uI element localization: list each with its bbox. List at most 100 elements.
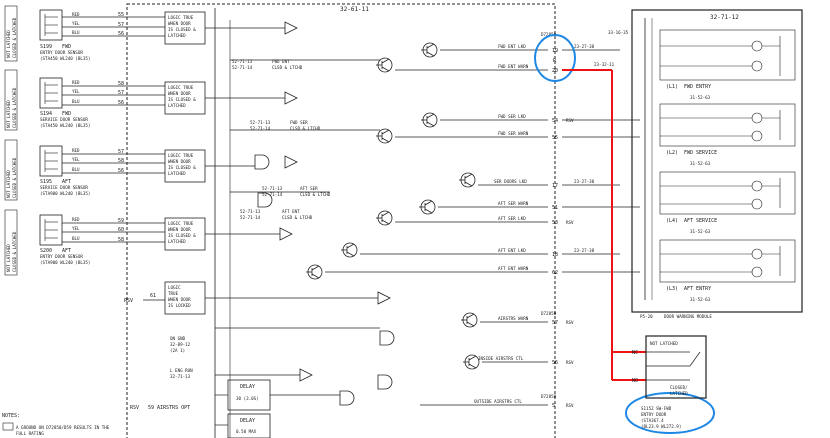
- wire-blu: BLU: [72, 99, 80, 104]
- sensor-pin: 57: [118, 149, 124, 155]
- output-pin: 55: [552, 135, 558, 141]
- wire-blu: BLU: [72, 167, 80, 172]
- wire-blu: BLU: [72, 30, 80, 35]
- output-ref: RSV: [566, 403, 574, 408]
- channel-code: (L4): [666, 218, 678, 224]
- logic-label: TRUE: [168, 291, 179, 296]
- logic-label: IS CLOSED &: [168, 27, 196, 32]
- wire-red: RED: [72, 12, 80, 17]
- delay-title: DELAY: [240, 384, 255, 390]
- ref-tag: 52-71-13: [232, 59, 253, 64]
- sensor-desc2: (STA900 WL240 (BL35): [40, 260, 90, 265]
- channel-name: AFT ENTRY: [684, 286, 711, 292]
- output-label: FWD SER LKD: [498, 114, 526, 119]
- switch-desc: (BL23.9 WL272.9): [641, 424, 681, 429]
- sensor-desc: SERVICE DOOR SENSOR: [40, 117, 88, 122]
- channel-name: FWD ENTRY: [684, 84, 711, 90]
- output-label: FWD ENT LKD: [498, 44, 526, 49]
- output-ref: 23-32-11: [594, 62, 615, 67]
- ref-tag: 52-71-13: [250, 120, 271, 125]
- notes-title: NOTES:: [2, 413, 20, 419]
- delay-value: 0.50 MAX: [236, 429, 257, 434]
- output-labels: FWD ENT LKD 19 23-27-38 FWD ENT WARN 20 …: [474, 32, 615, 409]
- switch-desc: ENTRY DOOR: [641, 412, 667, 417]
- switch-nc: NC: [632, 350, 638, 356]
- output-pin: 56: [552, 360, 558, 366]
- output-ref: RSV: [566, 360, 574, 365]
- sensor-pin: 58: [118, 81, 124, 87]
- channel-name: AFT SERVICE: [684, 218, 717, 224]
- ref-tag: 52-71-13: [240, 209, 261, 214]
- switch-desc: S1152 SW-FWD: [641, 406, 672, 411]
- ref-tag-label2: CLSD & LTCHD: [272, 65, 303, 70]
- output-label: OUTSIDE AIRSTRS CTL: [474, 399, 522, 404]
- output-pin: 17: [552, 183, 558, 189]
- output-lines: [325, 49, 640, 406]
- ref-tags: 52-71-13 52-71-14 FWD ENT CLSD & LTCHD 5…: [232, 59, 331, 220]
- misc-label: RSV: [124, 298, 133, 304]
- ref-tag: 52-71-14: [250, 126, 271, 131]
- sensor-pin: 57: [118, 22, 124, 28]
- delay-title: DELAY: [240, 418, 255, 424]
- output-pin: 54: [552, 118, 558, 124]
- logic-label: WHEN DOOR: [168, 297, 191, 302]
- channel-ref: 31-52-63: [690, 229, 711, 234]
- sensor-state-a: NOT LATCHED: [6, 170, 11, 198]
- output-label: AFT ENT LKD: [498, 248, 526, 253]
- main-panel-ref: 32-61-11: [340, 6, 369, 13]
- sensor-s200: NOT LATCHED CLOSED & LATCHED RED YEL BLU…: [4, 209, 143, 276]
- wire-yel: YEL: [72, 21, 80, 26]
- logic-label: WHEN DOOR: [168, 21, 191, 26]
- output-label: INSIDE AIRSTRS CTL: [478, 356, 524, 361]
- sensor-id: S194: [40, 111, 52, 117]
- sensor-state-b: CLOSED & LATCHED: [12, 157, 17, 198]
- sensor-id: S200: [40, 248, 52, 254]
- delay-boxes: DELAY 30 (3.0S) DELAY 0.50 MAX: [227, 379, 271, 438]
- misc-label: RSV: [130, 405, 139, 411]
- ref-tag: 52-71-14: [240, 215, 261, 220]
- output-ref: 23-27-38: [574, 248, 595, 253]
- logic-label: WHEN DOOR: [168, 227, 191, 232]
- sensor-name: FWD: [62, 111, 71, 117]
- output-pin: 62: [552, 270, 558, 276]
- channel-code: (L3): [666, 286, 678, 292]
- logic-label: LOGIC TRUE: [168, 15, 194, 20]
- logic-label: LATCHED: [168, 171, 186, 176]
- sensor-state-b: CLOSED & LATCHED: [12, 17, 17, 58]
- ref-tag-label2: CLSD & LTCHD: [290, 126, 321, 131]
- misc-inputs: RSV 61 ON GND 32-09-12 (2A 1) L ENG RUN …: [124, 293, 193, 411]
- ref-tag-label2: CLSD & LTCHD: [282, 215, 313, 220]
- highlighted-wire: [562, 69, 646, 381]
- sensor-desc2: (STA450 WL240 (BL35): [40, 56, 90, 61]
- sensor-state-b: CLOSED & LATCHED: [12, 87, 17, 128]
- module-side-ref: 33-16-35: [608, 30, 629, 35]
- sensor-id: S199: [40, 44, 52, 50]
- sensor-desc2: (STA900 WL240 (BL35): [40, 191, 90, 196]
- logic-label: LATCHED: [168, 103, 186, 108]
- annotation-circles: [534, 34, 715, 434]
- sensor-name: AFT: [62, 248, 71, 254]
- channel-ref: 31-52-63: [690, 95, 711, 100]
- logic-label: LOGIC TRUE: [168, 153, 194, 158]
- logic-label: LATCHED: [168, 239, 186, 244]
- channel-code: (L2): [666, 150, 678, 156]
- wire-blu: BLU: [72, 236, 80, 241]
- main-panel: 32-61-11: [126, 3, 556, 438]
- misc-ref: 32-71-13: [170, 374, 191, 379]
- sensor-pin: 60: [118, 227, 124, 233]
- connector-label: D72850: [541, 394, 557, 399]
- wire-yel: YEL: [72, 157, 80, 162]
- misc-pin: 59 AIRSTRS OPT: [148, 405, 190, 411]
- channel-ref: 31-52-63: [690, 297, 711, 302]
- sensor-pin: 59: [118, 218, 124, 224]
- wire-red: RED: [72, 80, 80, 85]
- connector-label: D72850: [541, 311, 557, 316]
- sensor-state-a: NOT LATCHED: [6, 100, 11, 128]
- output-pin: 5: [552, 403, 555, 409]
- ref-tag-label2: CLSD & LTCHD: [300, 192, 331, 197]
- logic-label: LOGIC: [168, 285, 181, 290]
- sensor-desc2: (STA450 WL240 (BL35): [40, 123, 90, 128]
- logic-label: IS CLOSED &: [168, 165, 196, 170]
- output-ref: RSV: [566, 320, 574, 325]
